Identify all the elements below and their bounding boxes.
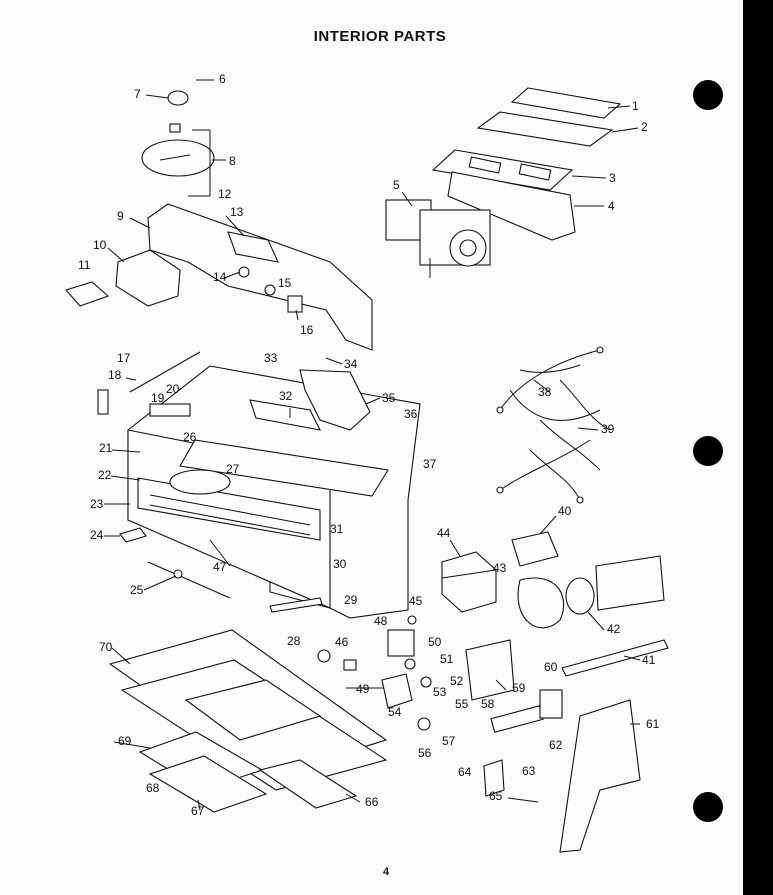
part-callout-9: 9 xyxy=(117,209,124,223)
part-callout-40: 40 xyxy=(558,504,572,518)
fan-motor-part xyxy=(385,199,491,278)
part-callout-59: 59 xyxy=(512,681,526,695)
top-panel-assembly xyxy=(431,87,622,241)
left-small-parts xyxy=(97,351,323,613)
part-callout-19: 19 xyxy=(151,391,165,405)
part-callout-25: 25 xyxy=(130,583,144,597)
part-callout-3: 3 xyxy=(609,171,616,185)
part-callout-69: 69 xyxy=(118,734,132,748)
part-callout-20: 20 xyxy=(166,382,180,396)
part-callout-58: 58 xyxy=(481,697,495,711)
part-callout-63: 63 xyxy=(522,764,536,778)
part-callout-39: 39 xyxy=(601,422,615,436)
part-callout-46: 46 xyxy=(335,635,349,649)
blower-assembly xyxy=(511,531,665,629)
part-callout-61: 61 xyxy=(646,717,660,731)
binder-hole xyxy=(693,436,723,466)
page-title: INTERIOR PARTS xyxy=(313,28,447,45)
part-callout-29: 29 xyxy=(344,593,358,607)
part-callout-66: 66 xyxy=(365,795,379,809)
part-callout-68: 68 xyxy=(146,781,160,795)
part-callout-49: 49 xyxy=(356,682,370,696)
upper-chassis xyxy=(65,203,373,351)
part-callout-57: 57 xyxy=(442,734,456,748)
part-callout-10: 10 xyxy=(93,238,107,252)
part-callout-55: 55 xyxy=(455,697,469,711)
part-callout-23: 23 xyxy=(90,497,104,511)
part-callout-52: 52 xyxy=(450,674,464,688)
part-callout-8: 8 xyxy=(229,154,236,168)
part-callout-38: 38 xyxy=(538,385,552,399)
part-callout-31: 31 xyxy=(330,522,344,536)
part-callout-45: 45 xyxy=(409,594,423,608)
part-callout-4: 4 xyxy=(608,199,615,213)
leader-lines xyxy=(104,79,641,811)
part-callout-41: 41 xyxy=(642,653,656,667)
part-callout-32: 32 xyxy=(279,389,293,403)
part-callout-34: 34 xyxy=(344,357,358,371)
binder-hole xyxy=(693,792,723,822)
part-callout-12: 12 xyxy=(218,187,232,201)
part-callout-56: 56 xyxy=(418,746,432,760)
part-callout-60: 60 xyxy=(544,660,558,674)
part-callout-7: 7 xyxy=(134,87,141,101)
part-callout-2: 2 xyxy=(641,120,648,134)
part-callout-36: 36 xyxy=(404,407,418,421)
part-callout-67: 67 xyxy=(191,804,205,818)
scanned-page-edge xyxy=(743,0,773,895)
part-callout-48: 48 xyxy=(374,614,388,628)
part-callout-14: 14 xyxy=(213,270,227,284)
transformer-part xyxy=(441,551,497,613)
part-callout-54: 54 xyxy=(388,705,402,719)
part-callout-26: 26 xyxy=(183,430,197,444)
page-number: 4 xyxy=(383,866,390,878)
part-callout-35: 35 xyxy=(382,391,396,405)
part-callout-15: 15 xyxy=(278,276,292,290)
part-callout-50: 50 xyxy=(428,635,442,649)
part-callout-51: 51 xyxy=(440,652,454,666)
part-callout-47: 47 xyxy=(213,560,227,574)
part-callout-17: 17 xyxy=(117,351,131,365)
part-callout-22: 22 xyxy=(98,468,112,482)
part-callout-70: 70 xyxy=(99,640,113,654)
part-callout-24: 24 xyxy=(90,528,104,542)
part-callout-27: 27 xyxy=(226,462,240,476)
stirrer-assembly xyxy=(141,90,215,197)
base-plate-assembly xyxy=(108,629,388,813)
part-callout-5: 5 xyxy=(393,178,400,192)
part-callout-28: 28 xyxy=(287,634,301,648)
part-callout-6: 6 xyxy=(219,72,226,86)
part-callout-30: 30 xyxy=(333,557,347,571)
oven-cavity xyxy=(127,365,421,619)
binder-hole xyxy=(693,80,723,110)
part-callout-11: 11 xyxy=(78,258,91,272)
part-callout-37: 37 xyxy=(423,457,437,471)
part-callout-43: 43 xyxy=(493,561,507,575)
part-callout-44: 44 xyxy=(437,526,451,540)
part-callout-65: 65 xyxy=(489,789,503,803)
part-callout-53: 53 xyxy=(433,685,447,699)
part-callout-62: 62 xyxy=(549,738,563,752)
wire-harness xyxy=(496,346,611,504)
part-callout-33: 33 xyxy=(264,351,278,365)
part-callout-42: 42 xyxy=(607,622,621,636)
part-callout-16: 16 xyxy=(300,323,314,337)
part-callout-18: 18 xyxy=(108,368,122,382)
lower-small-parts xyxy=(317,615,669,853)
part-callout-1: 1 xyxy=(632,99,639,113)
part-callout-64: 64 xyxy=(458,765,472,779)
part-callout-13: 13 xyxy=(230,205,244,219)
part-callout-21: 21 xyxy=(99,441,113,455)
